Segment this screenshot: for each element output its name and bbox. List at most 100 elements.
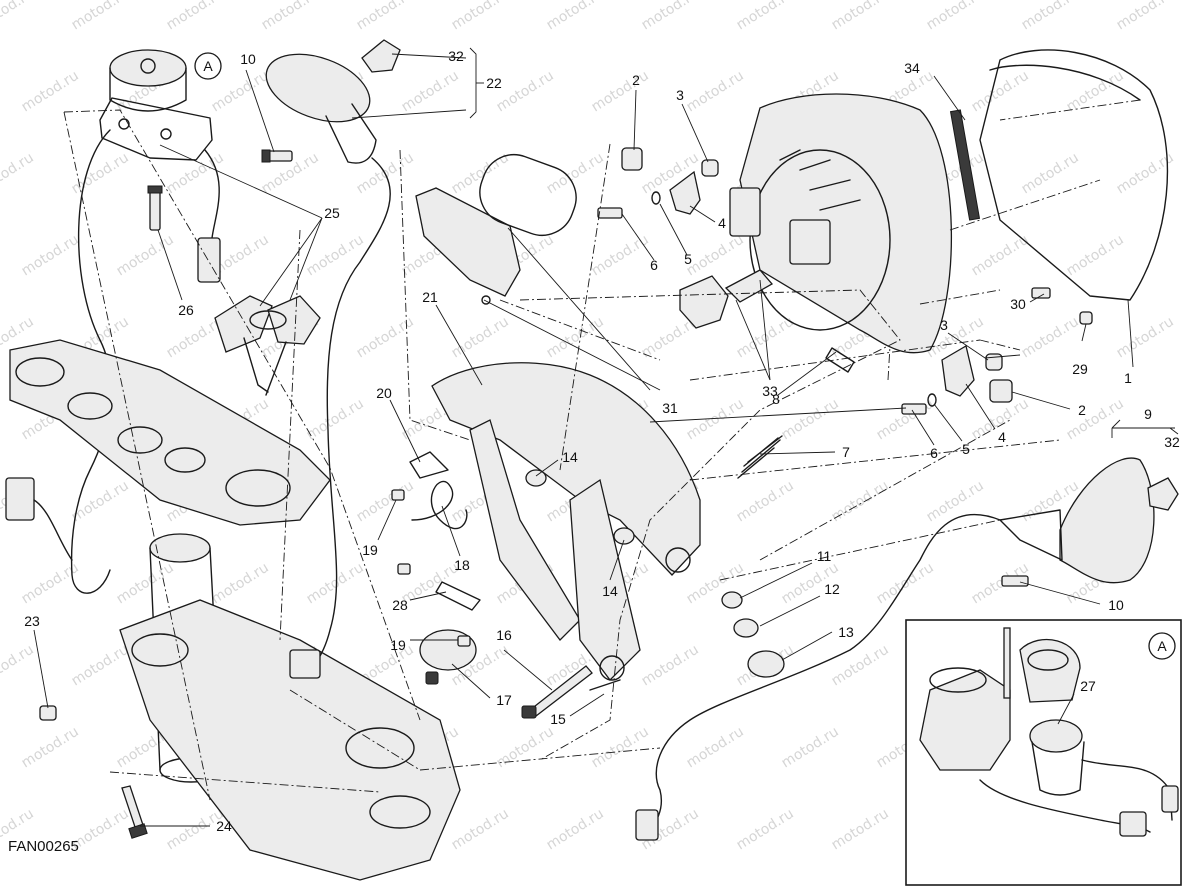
callout-14-top: 14 — [562, 449, 578, 465]
callout-11: 11 — [817, 548, 832, 564]
watermark-text: motod.ru — [779, 724, 842, 772]
rubber-gasket-ring — [479, 154, 577, 236]
callout-4-top: 4 — [718, 215, 726, 231]
watermark-text: motod.ru — [874, 396, 937, 444]
callout-23: 23 — [24, 613, 40, 629]
watermark-text: motod.ru — [829, 0, 892, 33]
watermark-text: motod.ru — [494, 724, 557, 772]
callout-8: 8 — [772, 391, 780, 407]
spacer-2-bottom — [989, 379, 1013, 403]
grommet-11 — [721, 591, 743, 609]
callout-labels: 1 2 2 3 3 4 4 5 5 6 6 7 8 9 10 10 11 12 … — [24, 48, 1180, 834]
spring-clip-20 — [409, 451, 449, 479]
callout-2-top: 2 — [632, 72, 640, 88]
headlight-body — [729, 93, 953, 354]
callout-28: 28 — [392, 597, 408, 613]
washer-5-top — [651, 191, 661, 205]
callout-32-right: 32 — [1164, 434, 1180, 450]
callout-16: 16 — [496, 627, 512, 643]
watermark-text: motod.ru — [0, 0, 37, 33]
spring-clip-18 — [411, 480, 468, 529]
watermark-text: motod.ru — [1064, 68, 1127, 116]
nut-29 — [1079, 311, 1093, 325]
detail-marker-top: A — [194, 52, 222, 80]
watermark-text: motod.ru — [259, 0, 322, 33]
callout-9: 9 — [1144, 406, 1152, 422]
detail-a-inset — [905, 619, 1182, 886]
callout-25: 25 — [324, 205, 340, 221]
watermark-text: motod.ru — [1019, 150, 1082, 198]
headlight-cover-plate — [415, 187, 521, 305]
watermark-text: motod.ru — [734, 314, 797, 362]
callout-10-left: 10 — [240, 51, 256, 67]
watermark-text: motod.ru — [924, 0, 987, 33]
callout-2-bottom: 2 — [1078, 402, 1086, 418]
watermark-text: motod.ru — [734, 806, 797, 854]
watermark-text: motod.ru — [829, 806, 892, 854]
watermark-text: motod.ru — [114, 560, 177, 608]
screw-10-left — [261, 149, 293, 163]
watermark-text: motod.ru — [544, 806, 607, 854]
spring-7 — [737, 435, 783, 479]
bracket-4-bottom — [941, 344, 975, 397]
callout-3-top: 3 — [676, 87, 684, 103]
watermark-text: motod.ru — [354, 0, 417, 33]
callout-22: 22 — [486, 75, 502, 91]
callout-29: 29 — [1072, 361, 1088, 377]
watermark-text: motod.ru — [684, 232, 747, 280]
lower-triple-clamp — [119, 599, 461, 881]
watermark-text: motod.ru — [19, 68, 82, 116]
watermark-text: motod.ru — [69, 150, 132, 198]
grommet-12 — [733, 618, 759, 638]
headlight-bulb-33 — [679, 269, 774, 329]
watermark-text: motod.ru — [589, 68, 652, 116]
callout-7: 7 — [842, 444, 850, 460]
detail-marker-letter: A — [1157, 638, 1167, 654]
callout-6-top: 6 — [650, 257, 658, 273]
watermark-text: motod.ru — [684, 68, 747, 116]
watermark-text: motod.ru — [0, 150, 37, 198]
watermark-text: motod.ru — [639, 0, 702, 33]
callout-12: 12 — [824, 581, 840, 597]
watermark-text: motod.ru — [779, 396, 842, 444]
watermark-text: motod.ru — [829, 478, 892, 526]
right-turn-indicator — [635, 457, 1155, 841]
callout-19-bottom: 19 — [390, 637, 406, 653]
washer-5-bottom — [927, 393, 937, 407]
ignition-keys — [214, 295, 321, 396]
watermark-text: motod.ru — [19, 724, 82, 772]
watermark-text: motod.ru — [639, 642, 702, 690]
callout-33: 33 — [762, 383, 778, 399]
watermark-text: motod.ru — [0, 642, 37, 690]
watermark-text: motod.ru — [69, 642, 132, 690]
screw-10-right — [1001, 575, 1029, 587]
screw-16 — [521, 665, 593, 719]
watermark-text: motod.ru — [304, 232, 367, 280]
left-turn-indicator — [265, 53, 391, 679]
watermark-text: motod.ru — [1064, 232, 1127, 280]
screw-24 — [121, 785, 148, 839]
callout-13: 13 — [838, 624, 854, 640]
bulb-32-left — [361, 39, 401, 73]
watermark-text: motod.ru — [399, 68, 462, 116]
detail-marker-letter: A — [203, 58, 213, 74]
callout-17: 17 — [496, 692, 512, 708]
callout-26: 26 — [178, 302, 194, 318]
watermark-text: motod.ru — [589, 232, 652, 280]
assembly-dash-lines — [63, 99, 1141, 801]
screw-26 — [147, 185, 163, 231]
watermark-text: motod.ru — [354, 478, 417, 526]
watermark-text: motod.ru — [1114, 0, 1177, 33]
watermark-text: motod.ru — [449, 314, 512, 362]
watermark-text: motod.ru — [304, 396, 367, 444]
callout-18: 18 — [454, 557, 470, 573]
watermark-text: motod.ru — [449, 806, 512, 854]
callout-32-left: 32 — [448, 48, 464, 64]
grommet-13 — [747, 650, 785, 678]
callout-3-bottom: 3 — [940, 317, 948, 333]
screw-30 — [1031, 287, 1051, 299]
watermark-text: motod.ru — [494, 68, 557, 116]
watermark-text: motod.ru — [69, 0, 132, 33]
bracket-4-top — [669, 170, 701, 215]
